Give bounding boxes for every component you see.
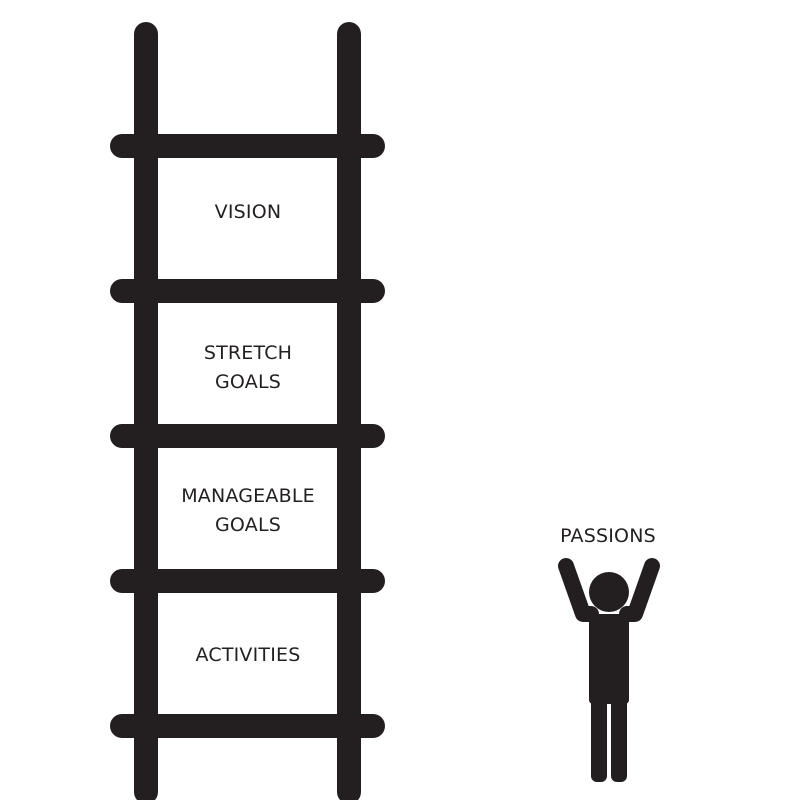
person-right-arm — [619, 558, 660, 622]
person-left-arm — [558, 558, 599, 622]
figure-label-text: PASSIONS — [560, 525, 656, 547]
rung-label-line: STRETCH — [203, 342, 293, 364]
rung-label-stretch-goals: STRETCH GOALS — [148, 339, 348, 397]
ladder — [110, 22, 385, 800]
person-arms-raised-icon — [558, 558, 660, 782]
rung-label-line: VISION — [214, 201, 282, 223]
rung-label-line: GOALS — [215, 371, 281, 393]
rung-label-line: MANAGEABLE — [181, 485, 315, 507]
figure-label-passions: PASSIONS — [533, 522, 683, 551]
rung-label-line: ACTIVITIES — [195, 644, 301, 666]
rung-label-line: GOALS — [215, 514, 281, 536]
rung-label-manageable-goals: MANAGEABLE GOALS — [148, 482, 348, 540]
rung-label-vision: VISION — [148, 198, 348, 227]
rung-label-activities: ACTIVITIES — [148, 641, 348, 670]
person-head — [589, 572, 629, 612]
person-torso — [589, 614, 629, 704]
person-left-leg — [591, 698, 607, 782]
person-right-leg — [611, 698, 627, 782]
